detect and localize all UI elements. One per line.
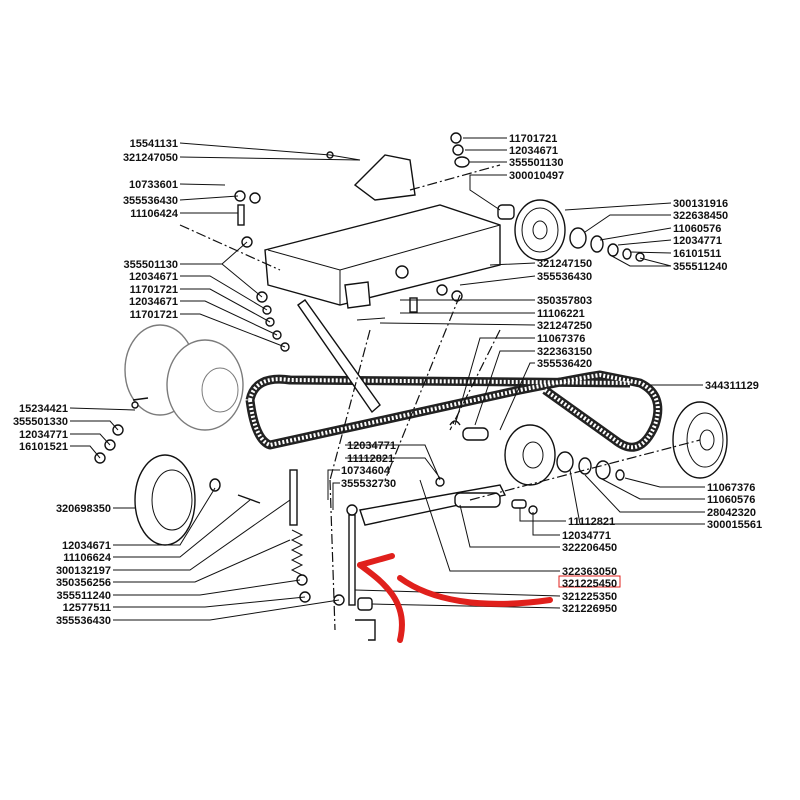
- part-label[interactable]: 11701721: [130, 284, 178, 296]
- part-label[interactable]: 28042320: [707, 507, 756, 519]
- part-label[interactable]: 355536420: [537, 358, 592, 370]
- part-label[interactable]: 16101521: [19, 441, 68, 453]
- part-label[interactable]: 350357803: [537, 295, 592, 307]
- part-label[interactable]: 320698350: [56, 503, 111, 515]
- part-label[interactable]: 12034671: [62, 540, 111, 552]
- part-label[interactable]: 12034671: [129, 271, 178, 283]
- part-label[interactable]: 11112821: [347, 453, 394, 465]
- part-label[interactable]: 355501130: [124, 259, 178, 271]
- part-label[interactable]: 12034671: [129, 296, 178, 308]
- part-label[interactable]: 355501330: [13, 416, 68, 428]
- part-label[interactable]: 322363150: [537, 346, 592, 358]
- part-label[interactable]: 16101511: [673, 248, 721, 260]
- part-label[interactable]: 11112821: [568, 516, 615, 528]
- part-labels-right: 11701721 12034671 355501130 300010497 30…: [341, 133, 762, 615]
- part-label[interactable]: 12034771: [673, 235, 722, 247]
- part-label[interactable]: 300015561: [707, 519, 762, 531]
- part-label[interactable]: 11106221: [537, 308, 585, 320]
- part-label[interactable]: 300132197: [56, 565, 111, 577]
- part-label[interactable]: 300131916: [673, 198, 728, 210]
- part-label[interactable]: 12034771: [347, 440, 396, 452]
- part-label[interactable]: 11060576: [707, 494, 755, 506]
- part-label[interactable]: 12034771: [562, 530, 611, 542]
- drive-belt: [245, 370, 663, 452]
- part-label[interactable]: 11701721: [130, 309, 178, 321]
- part-label[interactable]: 355536430: [537, 271, 592, 283]
- leader-lines: [69, 137, 705, 621]
- highlighted-part-label[interactable]: 321225450: [562, 578, 617, 590]
- left-pulley: [134, 454, 261, 546]
- part-label[interactable]: 355511240: [57, 590, 111, 602]
- part-label[interactable]: 12034771: [19, 429, 68, 441]
- part-label[interactable]: 300010497: [509, 170, 564, 182]
- part-label[interactable]: 350356256: [56, 577, 111, 589]
- red-arrow-annotation: [357, 553, 553, 643]
- part-label[interactable]: 12034671: [509, 145, 558, 157]
- part-label[interactable]: 322363050: [562, 566, 617, 578]
- part-label[interactable]: 321247050: [123, 152, 178, 164]
- part-label[interactable]: 11701721: [509, 133, 557, 145]
- part-label[interactable]: 10733601: [129, 179, 178, 191]
- part-label[interactable]: 355501130: [509, 157, 563, 169]
- part-label[interactable]: 321247250: [537, 320, 592, 332]
- part-label[interactable]: 321247150: [537, 258, 592, 270]
- part-label[interactable]: 322638450: [673, 210, 728, 222]
- part-label[interactable]: 355536430: [123, 195, 178, 207]
- part-label[interactable]: 355536430: [56, 615, 111, 627]
- assembly-axes: [179, 164, 701, 631]
- part-label[interactable]: 344311129: [705, 380, 759, 392]
- part-label[interactable]: 321226950: [562, 603, 617, 615]
- clutch-assembly: [124, 324, 244, 431]
- part-labels: 15541131 321247050 10733601 355536430 11…: [13, 138, 179, 627]
- part-label[interactable]: 12577511: [63, 602, 111, 614]
- part-label[interactable]: 11067376: [537, 333, 585, 345]
- part-label[interactable]: 355511240: [673, 261, 727, 273]
- part-label[interactable]: 11067376: [707, 482, 755, 494]
- part-label[interactable]: 11060576: [673, 223, 721, 235]
- part-label[interactable]: 11106424: [130, 208, 179, 220]
- part-label[interactable]: 10734604: [341, 465, 391, 477]
- part-label[interactable]: 11106624: [63, 552, 112, 564]
- tensioner-pulley: [449, 420, 625, 486]
- part-label[interactable]: 321225350: [562, 591, 617, 603]
- gear-housing: [264, 154, 501, 309]
- part-label[interactable]: 15234421: [19, 403, 68, 415]
- part-label[interactable]: 15541131: [130, 138, 178, 150]
- part-label[interactable]: 355532730: [341, 478, 396, 490]
- part-label[interactable]: 322206450: [562, 542, 617, 554]
- highlight-box: [558, 575, 621, 588]
